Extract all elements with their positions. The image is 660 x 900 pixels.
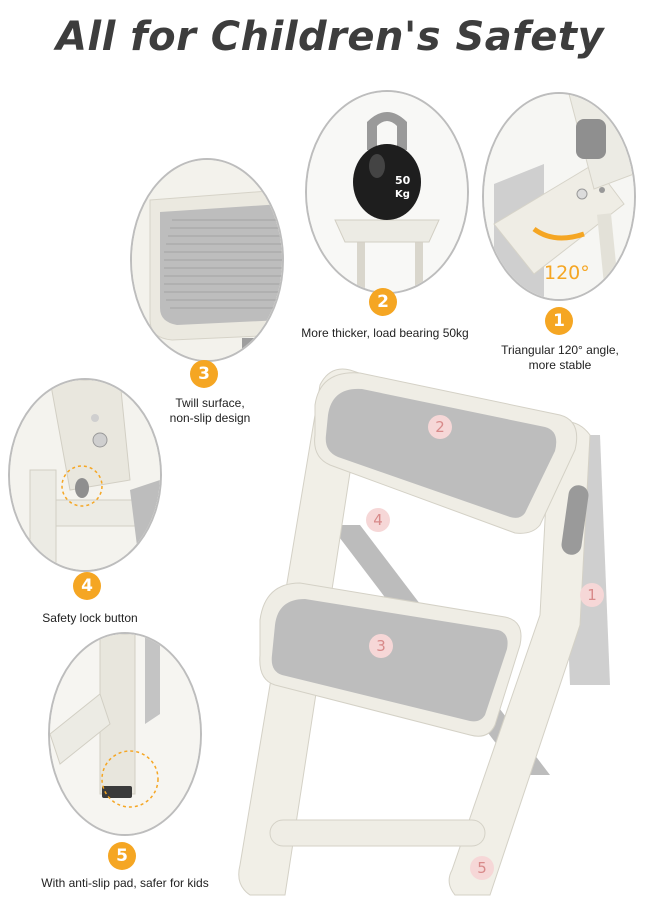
feature-lock-button-image	[8, 378, 162, 572]
angle-label: 120°	[544, 262, 590, 284]
marker-lock-button: 4	[366, 508, 390, 532]
feature-twill-surface-image	[130, 158, 284, 362]
hinge-angle-illustration: 120°	[484, 94, 634, 299]
feature-angle-image: 120°	[482, 92, 636, 301]
feature-3-badge: 3	[190, 360, 218, 388]
feature-5-badge: 5	[108, 842, 136, 870]
marker-load-bearing: 2	[428, 415, 452, 439]
feature-3-caption: Twill surface, non-slip design	[169, 396, 251, 425]
weight-label-bottom: Kg	[395, 189, 410, 200]
page-title: All for Children's Safety	[55, 14, 605, 60]
marker-angle: 1	[580, 583, 604, 607]
feature-2-badge: 2	[369, 288, 397, 316]
marker-twill-surface: 3	[369, 634, 393, 658]
feature-anti-slip-pad-image	[48, 632, 202, 836]
weight-label-top: 50	[395, 174, 411, 187]
marker-anti-slip-pad: 5	[470, 856, 494, 880]
feature-1-caption: Triangular 120° angle, more stable	[501, 343, 619, 372]
feature-2-caption: More thicker, load bearing 50kg	[301, 326, 469, 340]
feature-1-badge: 1	[545, 307, 573, 335]
step-stool-illustration	[238, 368, 610, 896]
feature-5-caption: With anti-slip pad, safer for kids	[41, 876, 209, 890]
feature-4-caption: Safety lock button	[42, 611, 138, 625]
feature-4-badge: 4	[73, 572, 101, 600]
kettlebell-on-stool-illustration: 50 Kg	[307, 92, 467, 292]
feature-load-bearing-image: 50 Kg	[305, 90, 469, 294]
anti-slip-pad-illustration	[50, 634, 200, 834]
lock-button-illustration	[10, 380, 160, 570]
step-surface-illustration	[132, 160, 282, 360]
